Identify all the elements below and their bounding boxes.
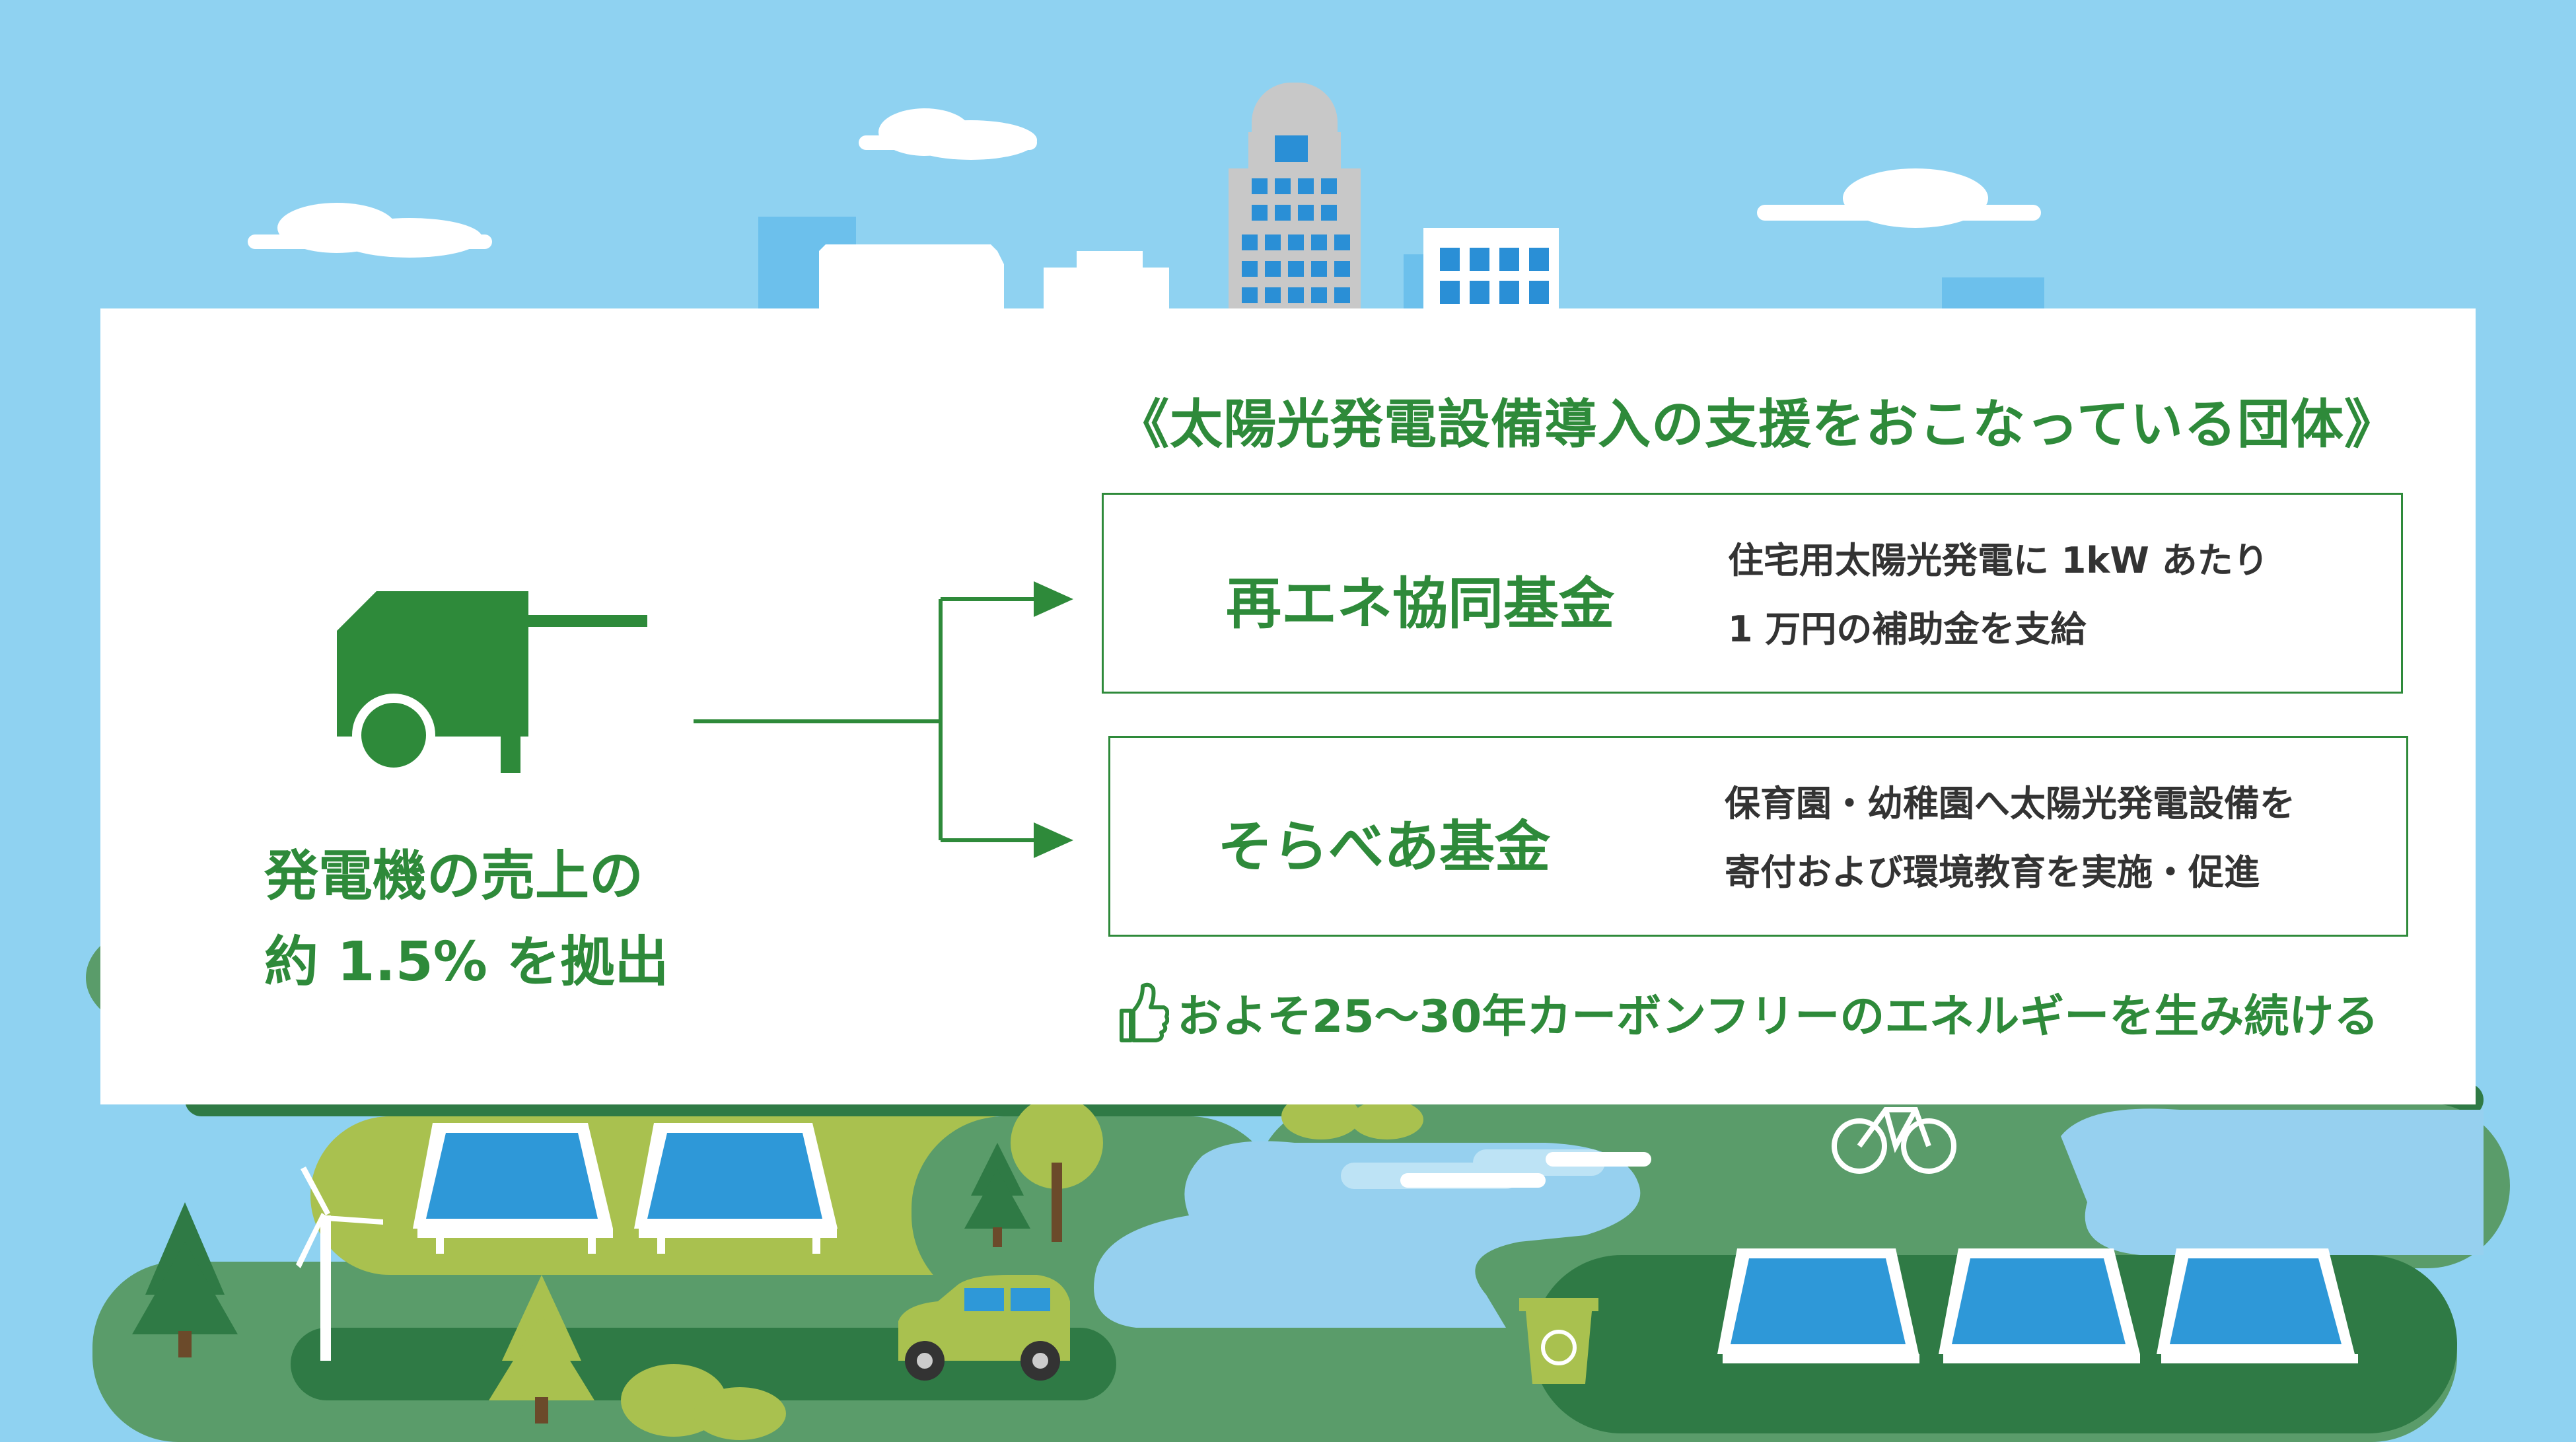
fund-description-line-1: 保育園・幼稚園へ太陽光発電設備を (1725, 783, 2295, 824)
carbon-free-text: およそ25〜30年カーボンフリーのエネルギーを生み続ける (1177, 991, 2379, 1043)
fund-description-line-2: 寄付および環境教育を実施・促進 (1725, 851, 2260, 893)
fund-name: 再エネ協同基金 (1226, 571, 1615, 636)
generator-icon (337, 591, 647, 773)
thumbs-up-icon (1120, 982, 1169, 1042)
contribution-line-1: 発電機の売上の (264, 845, 644, 908)
car-icon (898, 1275, 1070, 1381)
fund-description-line-1: 住宅用太陽光発電に 1kW あたり (1728, 540, 2269, 581)
section-heading: 《太陽光発電設備導入の支援をおこなっている団体》 (1116, 394, 2398, 455)
fund-description-line-2: 1 万円の補助金を支給 (1728, 608, 2087, 650)
solar-panel-icon (413, 1123, 613, 1254)
bicycle-icon (1832, 1107, 1956, 1174)
fund-description: 保育園・幼稚園へ太陽光発電設備を 寄付および環境教育を実施・促進 (1725, 770, 2295, 907)
arrow-right-icon (1034, 581, 1073, 617)
contribution-line-2: 約 1.5% を拠出 (264, 931, 669, 993)
tree-icon (132, 1202, 238, 1357)
fund-box-reene: 再エネ協同基金 住宅用太陽光発電に 1kW あたり 1 万円の補助金を支給 (1102, 493, 2403, 694)
arrow-right-icon (1034, 822, 1073, 858)
contribution-text: 発電機の売上の 約 1.5% を拠出 (264, 834, 669, 1005)
cloud-icon (859, 108, 1037, 160)
fund-name: そらべあ基金 (1217, 814, 1551, 879)
recycle-bin-icon (1519, 1298, 1598, 1384)
wind-turbine-icon (296, 1167, 383, 1361)
fund-box-solarbear: そらべあ基金 保育園・幼稚園へ太陽光発電設備を 寄付および環境教育を実施・促進 (1108, 736, 2408, 937)
fund-description: 住宅用太陽光発電に 1kW あたり 1 万円の補助金を支給 (1728, 526, 2269, 664)
connector-arrows (694, 581, 1073, 858)
carbon-free-note: およそ25〜30年カーボンフリーのエネルギーを生み続ける (1116, 980, 2379, 1045)
